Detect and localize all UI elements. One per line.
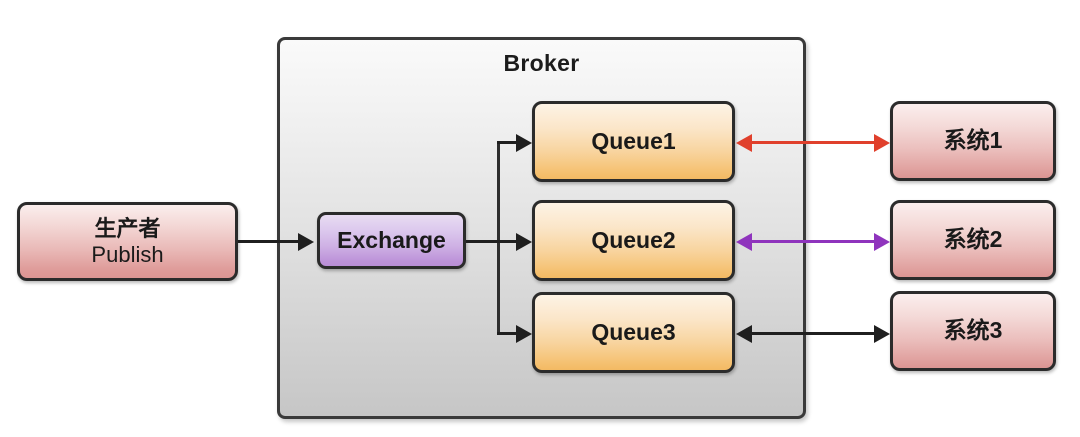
arrowhead-left-icon xyxy=(736,134,752,152)
arrowhead-right-icon xyxy=(874,134,890,152)
queue-node-2[interactable]: Queue2 xyxy=(532,200,735,281)
queue-label-2: Queue2 xyxy=(591,226,676,253)
exchange-node[interactable]: Exchange xyxy=(317,212,466,269)
system-label-2: 系统2 xyxy=(943,226,1003,253)
system-node-1[interactable]: 系统1 xyxy=(890,101,1056,181)
arrowhead-right-icon xyxy=(298,232,314,251)
broker-title: Broker xyxy=(503,50,580,76)
connector-line-stub xyxy=(466,240,500,243)
queue-node-1[interactable]: Queue1 xyxy=(532,101,735,182)
producer-label-cn: 生产者 xyxy=(94,215,161,241)
connector-line xyxy=(750,332,876,335)
system-node-2[interactable]: 系统2 xyxy=(890,200,1056,280)
producer-node[interactable]: 生产者 Publish xyxy=(17,202,238,281)
arrowhead-right-icon xyxy=(516,133,532,152)
arrowhead-right-icon xyxy=(874,233,890,251)
system-label-1: 系统1 xyxy=(943,127,1003,154)
connector-line xyxy=(750,240,876,243)
producer-label-en: Publish xyxy=(91,241,164,267)
arrowhead-right-icon xyxy=(516,324,532,343)
queue-label-1: Queue1 xyxy=(591,127,676,154)
arrowhead-left-icon xyxy=(736,233,752,251)
connector-trunk xyxy=(497,141,500,335)
system-label-3: 系统3 xyxy=(943,317,1003,344)
connector-line xyxy=(750,141,876,144)
arrowhead-right-icon xyxy=(874,325,890,343)
arrowhead-right-icon xyxy=(516,232,532,251)
system-node-3[interactable]: 系统3 xyxy=(890,291,1056,371)
connector-branch-queue3 xyxy=(497,332,522,335)
exchange-label: Exchange xyxy=(337,226,446,253)
arrowhead-left-icon xyxy=(736,325,752,343)
connector-branch-queue2 xyxy=(497,240,522,243)
connector-line xyxy=(238,240,300,243)
connector-branch-queue1 xyxy=(497,141,522,144)
queue-label-3: Queue3 xyxy=(591,318,676,345)
queue-node-3[interactable]: Queue3 xyxy=(532,292,735,373)
